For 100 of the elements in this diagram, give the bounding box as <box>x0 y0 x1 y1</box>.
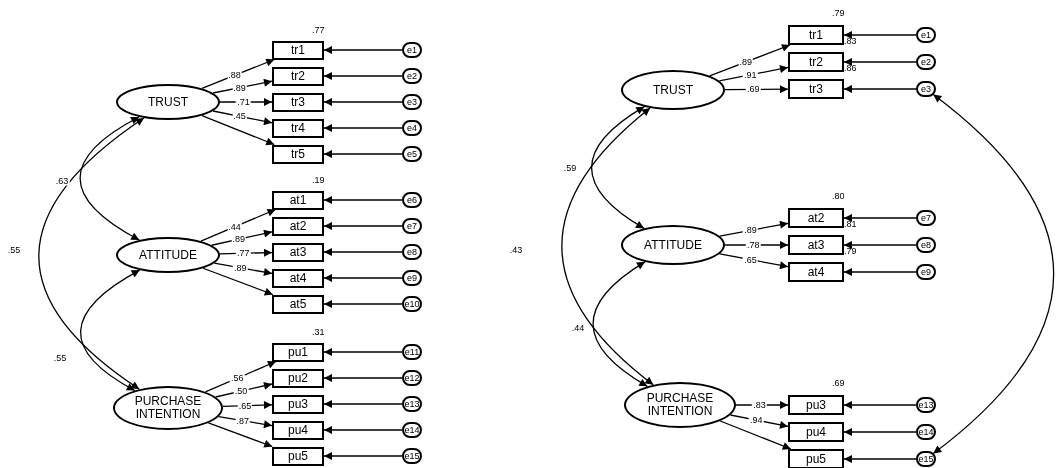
value-label: .86 <box>844 64 857 73</box>
indicator-box: tr2 <box>788 52 844 72</box>
latent-ellipse: ATTITUDE <box>116 237 220 273</box>
arrow <box>843 401 917 409</box>
arrow <box>843 241 917 249</box>
indicator-box: tr4 <box>272 118 324 138</box>
indicator-box: at4 <box>272 268 324 288</box>
indicator-box: at5 <box>272 294 324 314</box>
arrow <box>323 426 403 434</box>
value-label: .79 <box>844 247 857 256</box>
indicator-box: at3 <box>272 242 324 262</box>
indicator-box: tr2 <box>272 66 324 86</box>
indicator-box: tr3 <box>788 79 844 99</box>
edge-label: .71 <box>236 97 251 107</box>
value-label: .80 <box>832 192 845 201</box>
edge-label: .44 <box>227 222 242 232</box>
indicator-box: at2 <box>788 208 844 228</box>
arrow <box>843 85 917 93</box>
indicator-box: at1 <box>272 190 324 210</box>
edge-label: .63 <box>54 176 70 186</box>
value-label: .31 <box>312 327 325 337</box>
indicator-box: tr1 <box>272 40 324 60</box>
value-label: .83 <box>844 37 857 46</box>
edge-label: .56 <box>229 373 245 383</box>
indicator-box: tr1 <box>788 25 844 45</box>
arrow <box>323 300 403 308</box>
arrow <box>843 455 917 463</box>
indicator-box: at2 <box>272 216 324 236</box>
edge-label: .83 <box>752 400 767 410</box>
indicator-box: pu3 <box>272 394 324 414</box>
edge-label: .77 <box>236 248 251 258</box>
arrow <box>843 31 917 39</box>
edge-label: .45 <box>232 111 247 121</box>
edge-label: .89 <box>233 263 248 273</box>
arrow <box>323 248 403 256</box>
arrow <box>212 110 273 126</box>
arrow <box>207 422 273 448</box>
latent-ellipse: TRUST <box>116 84 220 120</box>
indicator-box: at4 <box>788 262 844 282</box>
indicator-box: tr5 <box>272 144 324 164</box>
edge-label: .89 <box>738 57 754 67</box>
edge-label: .91 <box>743 70 758 80</box>
arrow <box>200 208 277 242</box>
arrow <box>323 72 403 80</box>
value-label: .19 <box>312 175 325 185</box>
latent-ellipse: PURCHASE INTENTION <box>113 386 223 430</box>
double-headed-arrow <box>932 93 1055 455</box>
arrow <box>323 222 403 230</box>
arrow <box>219 248 273 257</box>
arrow <box>211 229 273 246</box>
value-label: .79 <box>832 9 845 18</box>
indicator-box: pu3 <box>788 395 844 415</box>
edge-label: .65 <box>743 255 758 265</box>
arrow <box>323 348 403 356</box>
arrow <box>212 78 273 94</box>
edge-label: .89 <box>231 234 247 244</box>
value-label: .77 <box>312 25 325 35</box>
edge-label: .88 <box>227 70 242 80</box>
edge-label: .50 <box>233 386 249 396</box>
arrow <box>219 98 273 106</box>
indicator-box: pu2 <box>272 368 324 388</box>
indicator-box: at3 <box>788 235 844 255</box>
arrow <box>323 46 403 54</box>
edge-label: .94 <box>749 415 764 425</box>
edge-label: .43 <box>508 245 524 255</box>
latent-ellipse: PURCHASE INTENTION <box>624 382 736 428</box>
arrow <box>843 268 917 276</box>
indicator-box: pu4 <box>272 420 324 440</box>
edge-label: .78 <box>746 240 761 250</box>
edge-label: .65 <box>237 401 253 411</box>
arrow <box>719 420 792 450</box>
arrow <box>202 267 274 296</box>
value-label: .81 <box>844 220 857 229</box>
edge-label: .55 <box>6 245 22 255</box>
edge-label: .59 <box>562 163 578 173</box>
arrow <box>843 428 917 436</box>
edge-label: .69 <box>746 84 761 94</box>
edge-label: .89 <box>232 83 247 93</box>
arrow <box>323 274 403 282</box>
arrow <box>323 150 403 158</box>
value-label: .69 <box>832 379 845 388</box>
indicator-box: pu5 <box>272 446 324 466</box>
arrow <box>843 214 917 222</box>
arrow <box>843 58 917 66</box>
arrow <box>201 114 275 146</box>
arrow <box>323 400 403 408</box>
latent-ellipse: ATTITUDE <box>621 225 725 265</box>
edge-label: .55 <box>52 353 68 363</box>
indicator-box: pu5 <box>788 449 844 468</box>
arrow <box>323 452 403 460</box>
indicator-box: tr3 <box>272 92 324 112</box>
arrow <box>323 374 403 382</box>
indicator-box: pu1 <box>272 342 324 362</box>
edge-label: .87 <box>235 416 250 426</box>
edge-label: .44 <box>570 323 586 333</box>
arrow <box>323 98 403 106</box>
latent-ellipse: TRUST <box>621 70 725 110</box>
arrow <box>323 124 403 132</box>
indicator-box: pu4 <box>788 422 844 442</box>
arrow <box>323 196 403 204</box>
